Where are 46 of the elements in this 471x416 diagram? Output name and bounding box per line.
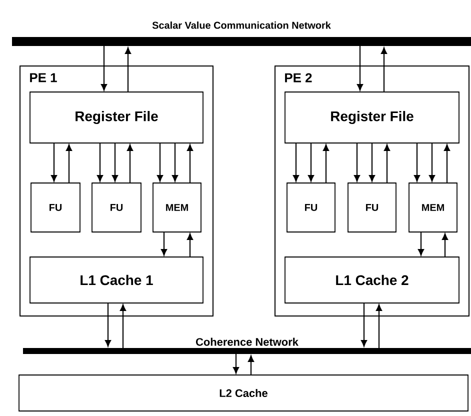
arrow: [308, 143, 314, 182]
component-box: L1 Cache 2: [284, 256, 460, 304]
arrow: [97, 143, 104, 182]
arrow: [105, 303, 112, 347]
component-box: FU: [30, 182, 80, 232]
arrow: [101, 46, 108, 91]
component-box: L2 Cache: [18, 374, 468, 412]
arrow: [51, 143, 58, 182]
arrow: [172, 143, 178, 182]
arrow: [384, 144, 390, 183]
node-label: Scalar Value Communication Network: [152, 21, 331, 29]
arrow: [120, 304, 126, 348]
arrow: [157, 143, 164, 182]
arrow: [125, 47, 132, 92]
component-box: MEM: [408, 182, 458, 232]
arrow: [112, 143, 118, 182]
arrow: [354, 143, 360, 182]
arrow: [414, 143, 420, 182]
arrow: [418, 232, 424, 256]
component-box: L1 Cache 1: [30, 256, 204, 304]
arrow: [161, 232, 168, 256]
arrow: [357, 46, 364, 91]
arrow: [444, 144, 450, 183]
arrow: [361, 303, 368, 347]
arrow: [187, 233, 194, 257]
network-bus: Scalar Value Communication Network: [12, 22, 471, 46]
arrow: [376, 304, 382, 348]
component-box: FU: [348, 182, 396, 232]
arrow: [127, 144, 134, 183]
arrow: [66, 144, 72, 183]
network-bus: Coherence Network: [23, 338, 471, 354]
component-box: FU: [92, 182, 142, 232]
arrow: [381, 47, 388, 92]
arrow: [369, 143, 376, 182]
component-box: FU: [286, 182, 336, 232]
component-box: Register File: [284, 92, 460, 144]
arrow: [293, 143, 300, 182]
component-box: Register File: [30, 92, 204, 144]
arrow: [323, 144, 330, 183]
arrow: [233, 354, 240, 374]
arrow: [442, 233, 448, 257]
component-box: MEM: [152, 182, 202, 232]
node-label: Coherence Network: [196, 338, 298, 346]
arrow: [248, 355, 254, 375]
arrow: [429, 143, 436, 182]
arrow: [187, 144, 194, 183]
